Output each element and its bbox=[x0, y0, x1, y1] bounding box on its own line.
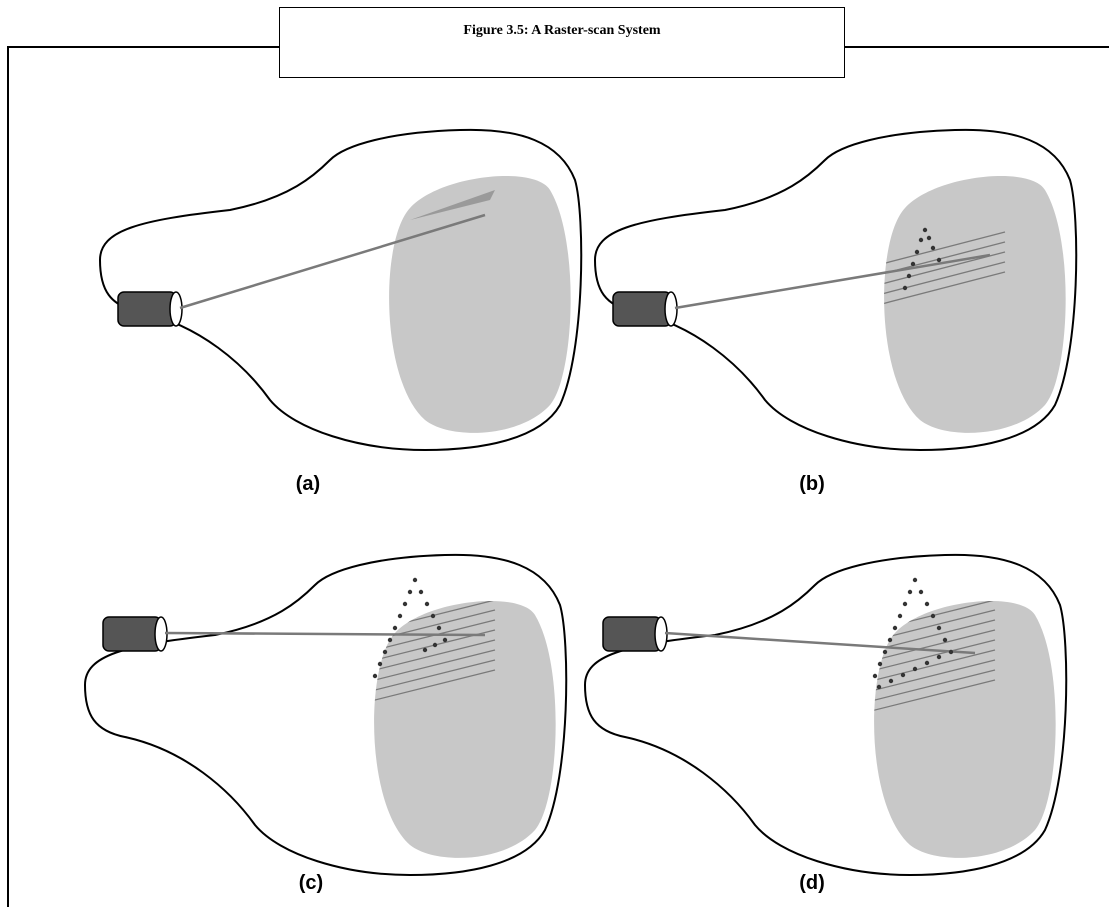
triangle-dots bbox=[902, 227, 942, 291]
scan-lines bbox=[410, 190, 495, 220]
frame-top-right-line bbox=[845, 46, 1109, 48]
triangle-dots bbox=[872, 577, 954, 690]
electron-beam bbox=[164, 631, 486, 637]
phosphor-screen bbox=[389, 176, 571, 433]
scan-lines bbox=[374, 601, 496, 721]
panel-c-label: (c) bbox=[299, 872, 323, 894]
panel-d-label: (d) bbox=[799, 872, 825, 894]
electron-gun bbox=[102, 616, 162, 652]
electron-beam bbox=[664, 631, 976, 655]
panel-a-label: (a) bbox=[296, 473, 320, 495]
panel-b bbox=[594, 128, 1078, 452]
electron-beam bbox=[674, 253, 991, 310]
gun-nozzle bbox=[664, 291, 678, 327]
electron-gun bbox=[612, 291, 672, 327]
electron-beam bbox=[179, 213, 486, 310]
panel-c bbox=[84, 553, 568, 876]
frame-top-left-line bbox=[7, 46, 279, 48]
panel-b-label: (b) bbox=[799, 473, 825, 495]
gun-nozzle bbox=[169, 291, 183, 327]
figure-caption-box: Figure 3.5: A Raster-scan System bbox=[279, 7, 845, 78]
figure-caption: Figure 3.5: A Raster-scan System bbox=[463, 22, 661, 38]
phosphor-screen bbox=[884, 176, 1066, 433]
phosphor-screen bbox=[374, 601, 556, 858]
panel-a bbox=[99, 128, 583, 452]
electron-gun bbox=[117, 291, 177, 327]
triangle-dots bbox=[372, 577, 448, 679]
frame-left-line bbox=[7, 46, 9, 907]
electron-gun bbox=[602, 616, 662, 652]
panel-d bbox=[584, 553, 1068, 876]
phosphor-screen bbox=[874, 601, 1056, 858]
